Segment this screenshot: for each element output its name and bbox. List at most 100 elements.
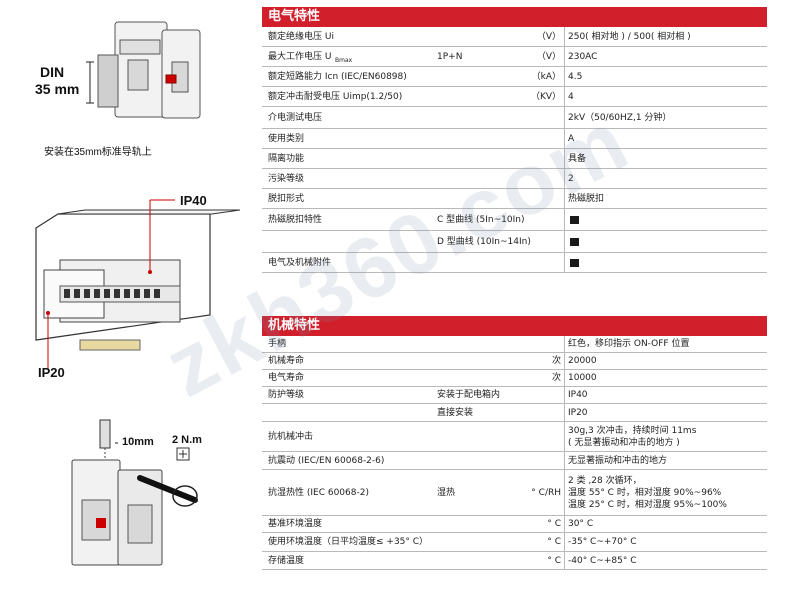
electrical-row: D 型曲线 (10In~14In) — [262, 231, 767, 253]
row-value: A — [568, 134, 575, 144]
row-label: 存储温度 — [268, 555, 305, 566]
row-value: 30° C — [568, 519, 594, 529]
electrical-row: 污染等级 2 — [262, 169, 767, 189]
electrical-row: 额定短路能力 Icn (IEC/EN60898) （kA） 4.5 — [262, 67, 767, 87]
row-label: 最大工作电压 U — [268, 52, 332, 62]
ip40-label: IP40 — [180, 193, 207, 208]
row-value: 4.5 — [568, 72, 583, 82]
mechanical-row: 电气寿命 次 10000 — [262, 370, 767, 387]
row-unit: ° C — [547, 537, 561, 547]
row-label: 使用类别 — [268, 134, 305, 144]
electrical-row: 隔离功能 具备 — [262, 149, 767, 169]
row-label: 机械寿命 — [268, 356, 305, 366]
row-condition: C 型曲线 (5In~10In) — [437, 215, 525, 225]
row-unit: （KV） — [530, 92, 561, 102]
din-breaker-drawing — [97, 21, 201, 119]
torque-label: 2 N.m — [172, 434, 202, 446]
distribution-box-drawing — [35, 199, 241, 370]
row-value: 2kV（50/60HZ,1 分钟） — [568, 113, 672, 123]
row-condition: D 型曲线 (10In~14In) — [437, 237, 531, 247]
row-label: 介电测试电压 — [268, 113, 323, 123]
label-subscript: Bmax — [335, 57, 353, 64]
row-label: 污染等级 — [268, 174, 305, 184]
row-value: 10000 — [568, 373, 597, 383]
row-value: 4 — [568, 92, 574, 102]
electrical-row: 电气及机械附件 — [262, 253, 767, 273]
electrical-row: 额定绝缘电压 Ui （V） 250( 相对地 ) / 500( 相对相 ) — [262, 27, 767, 47]
row-value-line2: ( 无显著振动和冲击的地方 ) — [568, 437, 680, 448]
row-label: 电气寿命 — [268, 373, 305, 383]
row-label: 基准环境温度 — [268, 519, 323, 529]
row-value: 无显著振动和冲击的地方 — [568, 455, 668, 466]
row-value-line2: 温度 55° C 时，相对湿度 90%~96% — [568, 487, 722, 498]
mechanical-row: 直接安装 IP20 — [262, 404, 767, 422]
mechanical-section-title: 机械特性 — [262, 316, 767, 336]
electrical-section-title: 电气特性 — [262, 7, 767, 27]
row-unit: 次 — [551, 356, 561, 366]
din-size-label: 35 mm — [35, 81, 80, 97]
ip20-label: IP20 — [38, 365, 65, 380]
terminal-screw-drawing — [71, 419, 198, 566]
row-unit: 次 — [551, 373, 561, 383]
row-label: 热磁脱扣特性 — [268, 215, 323, 225]
electrical-row: 额定冲击耐受电压 Uimp(1.2/50) （KV） 4 — [262, 87, 767, 107]
row-value: 20000 — [568, 356, 597, 366]
mechanical-row: 存储温度 ° C -40° C~+85° C — [262, 552, 767, 570]
mechanical-row: 抗震动 (IEC/EN 60068-2-6) 无显著振动和冲击的地方 — [262, 452, 767, 470]
row-label: 防护等级 — [268, 390, 305, 400]
row-value: -40° C~+85° C — [568, 555, 637, 566]
row-unit: ° C/RH — [531, 487, 561, 498]
row-label: 手柄 — [268, 339, 287, 349]
mechanical-row: 使用环境温度（日平均温度≤ +35° C） ° C -35° C~+70° C — [262, 533, 767, 552]
row-label: 抗震动 (IEC/EN 60068-2-6) — [268, 455, 385, 466]
illustrations-panel: DIN 35 mm 安装在35mm标准导轨上 IP40 IP20 10mm 2 … — [0, 0, 255, 605]
row-unit: ° C — [547, 555, 561, 566]
included-marker — [570, 238, 579, 246]
row-label: 抗湿热性 (IEC 60068-2) — [268, 487, 369, 498]
row-value-line3: 温度 25° C 时，相对湿度 95%~100% — [568, 499, 727, 510]
row-unit: （V） — [536, 32, 561, 42]
row-condition: 直接安装 — [437, 407, 474, 418]
included-marker — [570, 216, 579, 224]
included-marker — [570, 259, 579, 267]
breaker-illustrations — [35, 21, 241, 566]
row-label: 额定冲击耐受电压 Uimp(1.2/50) — [268, 92, 403, 102]
row-value: 230AC — [568, 52, 598, 62]
mechanical-row: 手柄 红色，移印指示 ON-OFF 位置 — [262, 336, 767, 353]
row-label: 额定短路能力 Icn (IEC/EN60898) — [268, 72, 407, 82]
row-value: 2 类 ,28 次循环， — [568, 475, 642, 486]
electrical-row: 使用类别 A — [262, 129, 767, 149]
row-label: 使用环境温度（日平均温度≤ +35° C） — [268, 537, 429, 547]
row-label: 额定绝缘电压 Ui — [268, 32, 334, 42]
wire-strip-length-label: 10mm — [122, 436, 154, 448]
row-value: -35° C~+70° C — [568, 537, 637, 547]
row-condition: 湿热 — [437, 487, 456, 498]
install-caption: 安装在35mm标准导轨上 — [44, 147, 152, 158]
row-value: IP40 — [568, 390, 588, 400]
electrical-row: 热磁脱扣特性 C 型曲线 (5In~10In) — [262, 209, 767, 231]
row-label: 隔离功能 — [268, 154, 305, 164]
row-condition: 1P+N — [437, 52, 463, 62]
row-value: 红色，移印指示 ON-OFF 位置 — [568, 339, 690, 349]
row-value: IP20 — [568, 407, 588, 418]
row-value: 热磁脱扣 — [568, 194, 605, 204]
mechanical-row: 防护等级 安装于配电箱内 IP40 — [262, 387, 767, 404]
row-unit: （kA） — [531, 72, 561, 82]
row-condition: 安装于配电箱内 — [437, 390, 501, 400]
row-label: 电气及机械附件 — [268, 258, 332, 268]
electrical-characteristics-table: 电气特性 额定绝缘电压 Ui （V） 250( 相对地 ) / 500( 相对相 )… — [262, 7, 767, 273]
row-unit: （V） — [536, 52, 561, 62]
electrical-row: 介电测试电压 2kV（50/60HZ,1 分钟） — [262, 107, 767, 129]
row-label: 脱扣形式 — [268, 194, 305, 204]
row-value: 具备 — [568, 154, 587, 164]
row-value: 250( 相对地 ) / 500( 相对相 ) — [568, 32, 691, 42]
mechanical-row: 机械寿命 次 20000 — [262, 353, 767, 370]
electrical-row: 脱扣形式 热磁脱扣 — [262, 189, 767, 209]
row-value: 2 — [568, 174, 574, 184]
din-label: DIN — [40, 64, 65, 80]
